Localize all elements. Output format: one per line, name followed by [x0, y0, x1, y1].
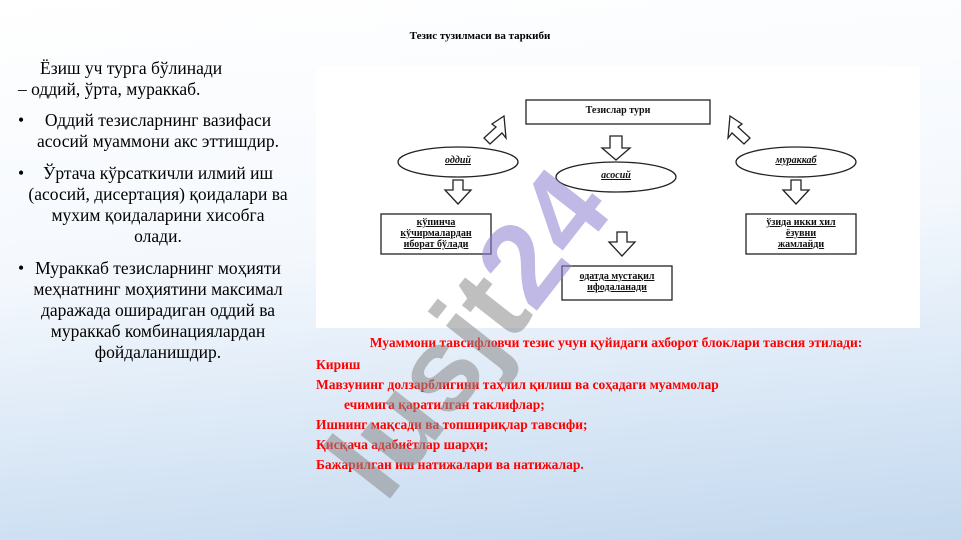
bullet-dot: •: [18, 258, 25, 278]
info-heading: Муаммони тавсифловчи тезис учун қуйидаги…: [369, 335, 863, 350]
bullet-simple: • Оддий тезисларнинг вазифаси асосий муа…: [18, 110, 290, 152]
bullet-text: Мураккаб тезисларнинг моҳияти меҳнатнинг…: [33, 258, 283, 362]
top-box: [525, 99, 711, 125]
arrow-down-middle: [607, 231, 637, 257]
info-line-relevance: Мавзунинг долзарблигини таҳлил қилиш ва …: [316, 377, 719, 392]
box-center-line-1: одатда мустақил: [579, 271, 655, 282]
arrow-down-right: [781, 179, 811, 205]
ellipse-complex: [735, 146, 857, 178]
left-text-block: Ёзиш уч турга бўлинади – оддий, ўрта, му…: [18, 58, 290, 374]
info-line-intro: Кириш: [316, 357, 361, 372]
box-right-line-1: ўзида икки хил: [766, 217, 836, 228]
thesis-types-diagram: Тезислар тури оддий асосий мураккаб кўпи…: [316, 66, 920, 328]
box-left-line-2: кўчирмалардан: [400, 228, 472, 239]
bullet-text: Оддий тезисларнинг вазифаси асосий муамм…: [37, 110, 279, 151]
label-main: асосий: [601, 170, 631, 181]
arrow-left-diag: [483, 114, 507, 145]
arrow-down-center: [600, 135, 632, 161]
bullet-dot: •: [18, 163, 25, 183]
label-thesis-types: Тезислар тури: [585, 105, 651, 116]
box-right: [745, 213, 857, 255]
box-center: [561, 265, 673, 301]
arrow-down-left: [443, 179, 473, 205]
box-left: [380, 213, 492, 255]
box-left-line-3: иборат бўлади: [403, 239, 469, 250]
label-simple: оддий: [445, 155, 471, 166]
info-line-literature: Қисқача адабиётлар шарҳи;: [316, 437, 489, 452]
box-center-line-2: ифодаланади: [587, 282, 647, 293]
info-line-relevance-cont: ечимига қаратилган таклифлар;: [344, 397, 545, 412]
box-left-line-1: кўпинча: [416, 217, 456, 228]
diagram-shapes: [380, 99, 857, 301]
info-blocks-text: Муаммони тавсифловчи тезис учун қуйидаги…: [316, 334, 916, 475]
box-right-line-3: жамлайди: [777, 239, 825, 250]
ellipse-main: [555, 161, 677, 193]
info-line-goals: Ишнинг мақсади ва топшириқлар тавсифи;: [316, 417, 588, 432]
ellipse-simple: [397, 146, 519, 178]
arrow-right-diag: [727, 114, 751, 145]
info-line-results: Бажарилган иш натижалари ва натижалар.: [316, 457, 584, 472]
slide-title: Тезис тузилмаси ва таркиби: [409, 30, 551, 42]
box-right-line-2: ёзувни: [785, 228, 817, 239]
bullet-dot: •: [18, 110, 25, 130]
bullet-complex: • Мураккаб тезисларнинг моҳияти меҳнатни…: [18, 258, 290, 363]
intro-paragraph: Ёзиш уч турга бўлинади – оддий, ўрта, му…: [18, 58, 290, 100]
intro-line-2: – оддий, ўрта, мураккаб.: [18, 79, 201, 99]
label-complex: мураккаб: [775, 155, 817, 166]
bullet-medium: • Ўртача кўрсаткичли илмий иш (асосий, д…: [18, 163, 290, 247]
bullet-text: Ўртача кўрсаткичли илмий иш (асосий, дис…: [28, 163, 288, 246]
intro-line-1: Ёзиш уч турга бўлинади: [40, 58, 223, 78]
